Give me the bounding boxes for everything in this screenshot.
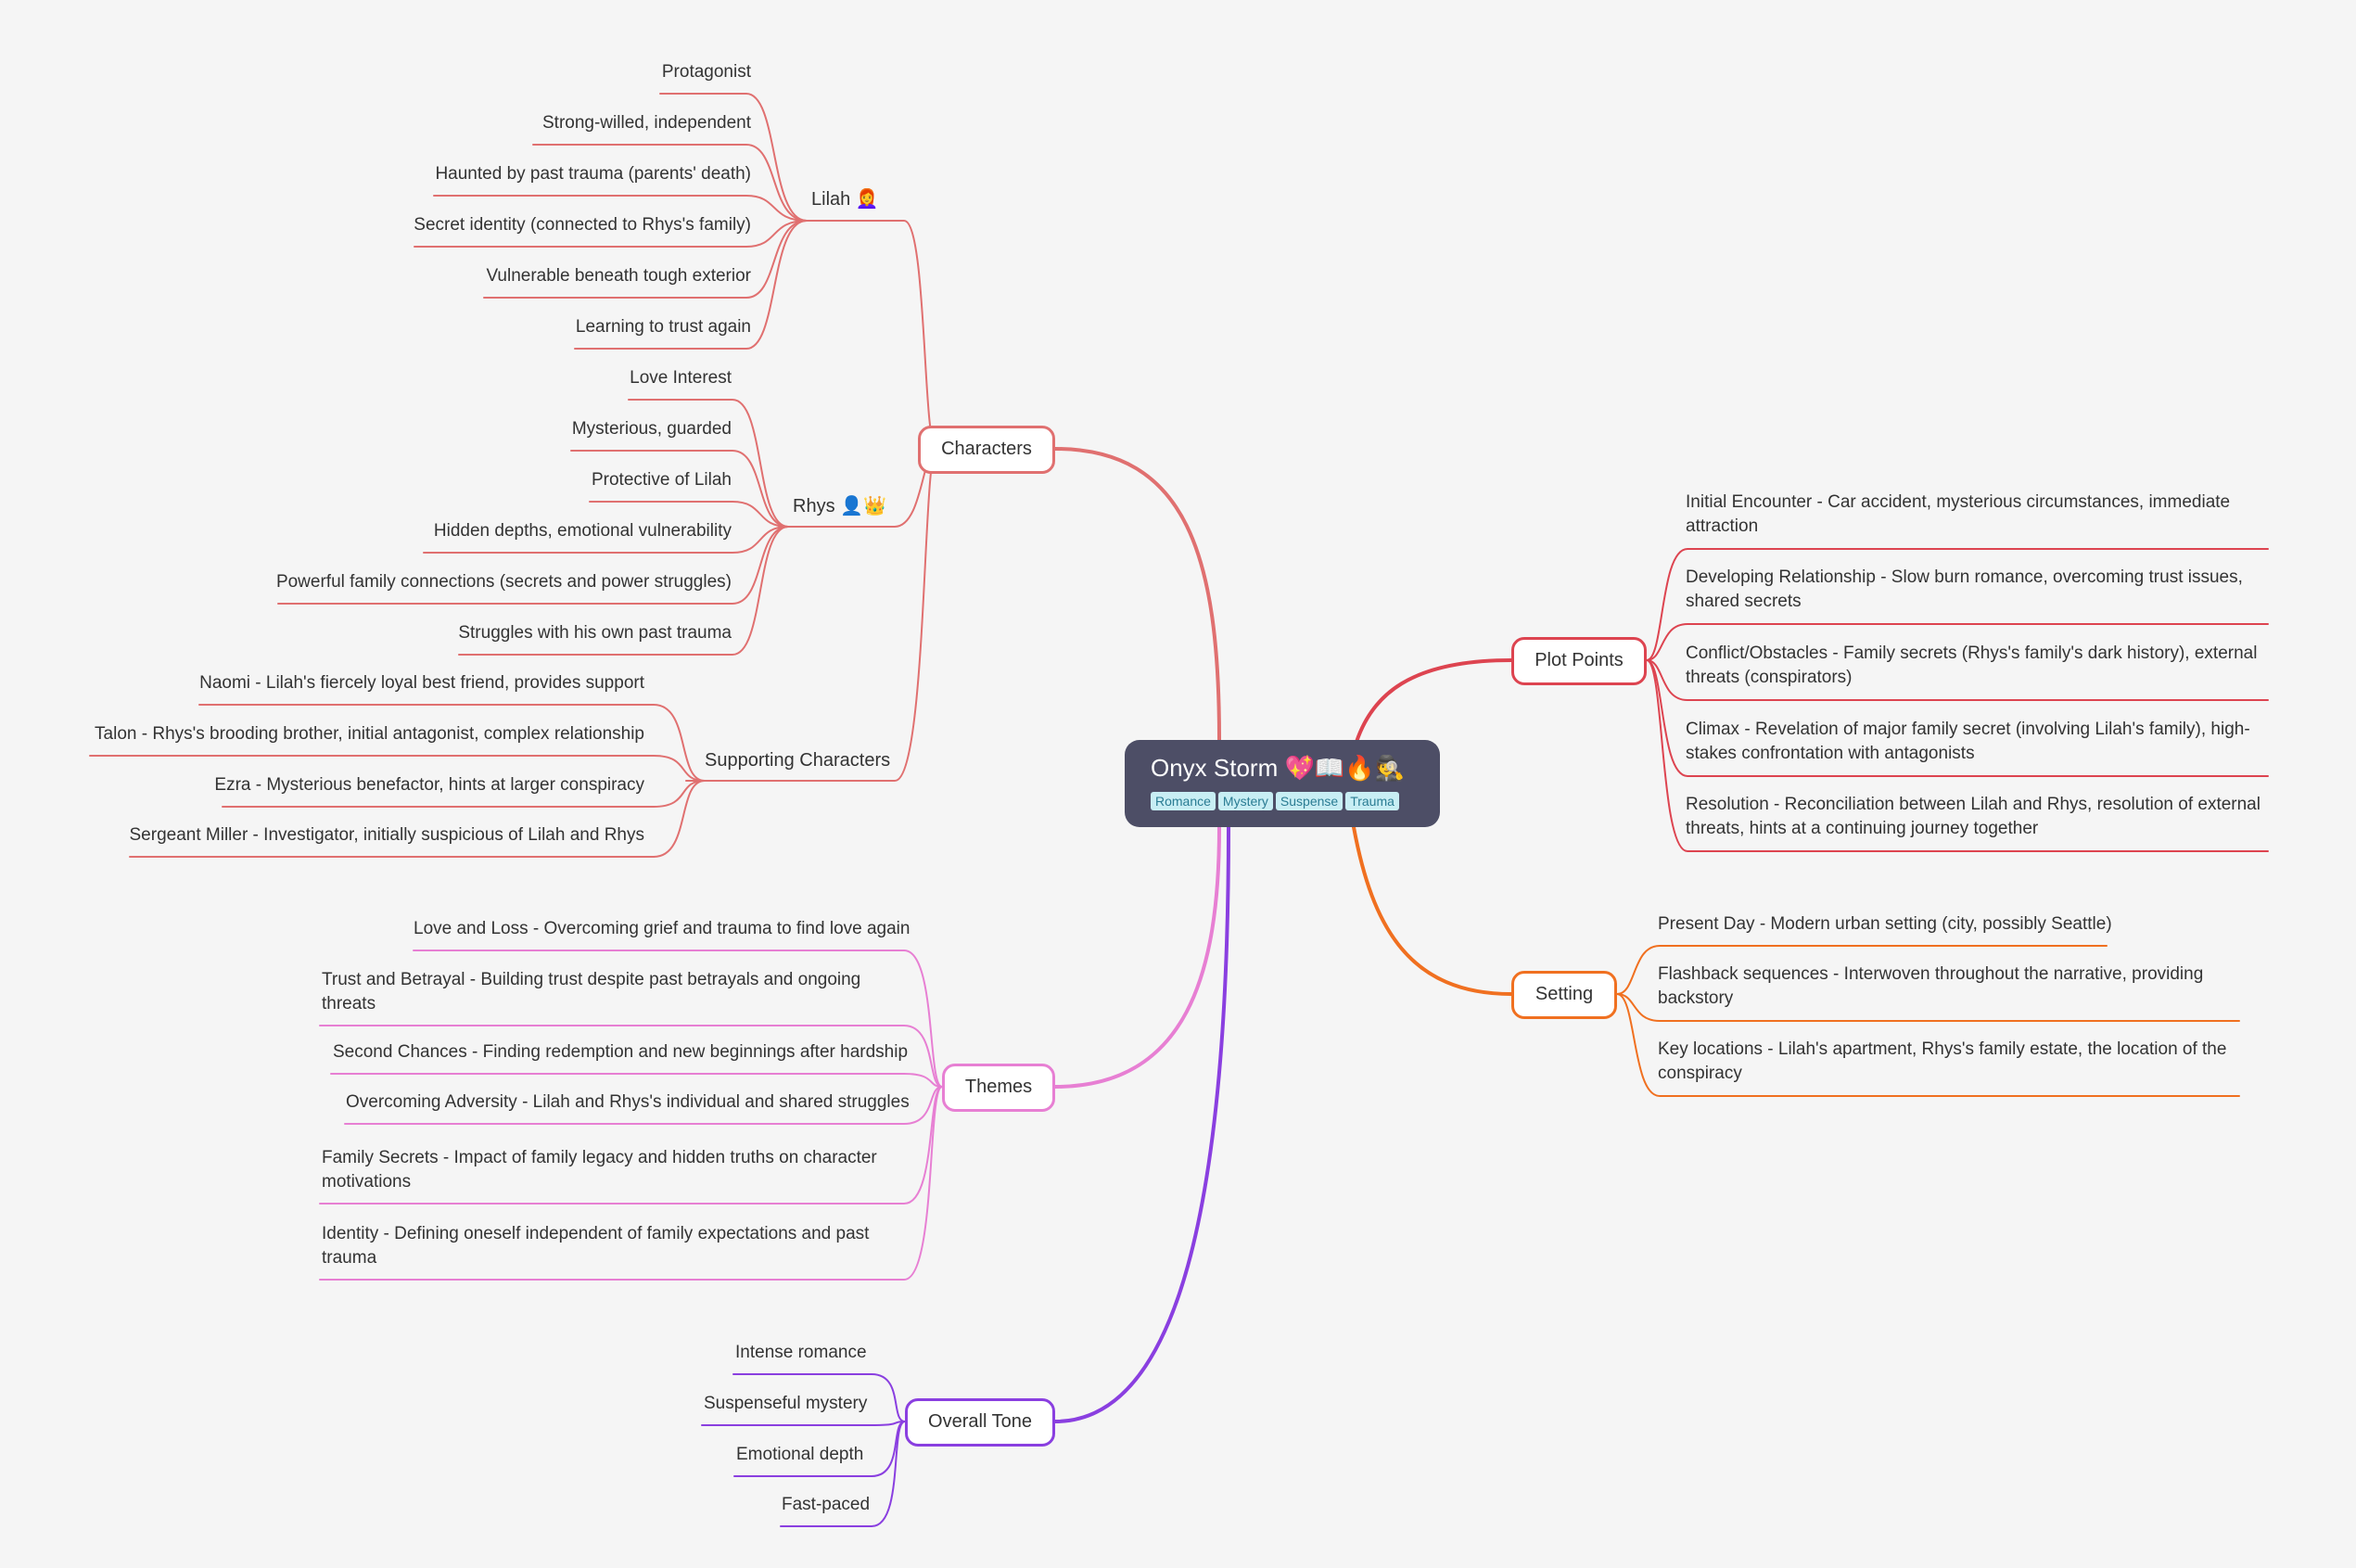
leaf-theme-6: Identity - Defining oneself independent … [322,1224,870,1268]
leaf-setting-1: Present Day - Modern urban setting (city… [1658,914,2112,934]
leaf-supporting-2: Talon - Rhys's brooding brother, initial… [95,724,644,744]
leaf-rhys-1: Love Interest [630,368,732,388]
node-themes[interactable]: Themes [942,1064,1055,1112]
leaf-theme-4: Overcoming Adversity - Lilah and Rhys's … [346,1092,910,1112]
leaf-tone-4: Fast-paced [782,1495,871,1514]
node-plot-points[interactable]: Plot Points [1511,637,1647,685]
leaf-supporting-1: Naomi - Lilah's fiercely loyal best frie… [199,673,644,693]
leaf-plot-5: Resolution - Reconciliation between Lila… [1686,795,2260,838]
leaf-rhys-3: Protective of Lilah [591,470,732,490]
leaf-tone-1: Intense romance [735,1343,867,1362]
leaf-tone-3: Emotional depth [736,1445,864,1464]
leaf-setting-2: Flashback sequences - Interwoven through… [1658,964,2204,1008]
tag-trauma[interactable]: Trauma [1345,792,1399,810]
leaf-plot-1: Initial Encounter - Car accident, myster… [1686,492,2231,536]
leaf-rhys-2: Mysterious, guarded [571,419,732,439]
leaf-theme-3: Second Chances - Finding redemption and … [333,1042,909,1062]
leaf-lilah-5: Vulnerable beneath tough exterior [486,266,751,286]
leaf-plot-3: Conflict/Obstacles - Family secrets (Rhy… [1686,644,2258,687]
edge-root-themes [1053,825,1221,1089]
leaf-tone-2: Suspenseful mystery [704,1394,868,1413]
node-supporting-characters[interactable]: Supporting Characters [705,750,891,771]
leaf-rhys-6: Struggles with his own past trauma [458,623,732,643]
tag-suspense[interactable]: Suspense [1275,792,1344,810]
edge-root-characters [1053,447,1221,742]
node-characters[interactable]: Characters [918,426,1055,474]
leaf-rhys-4: Hidden depths, emotional vulnerability [433,521,732,541]
leaf-lilah-6: Learning to trust again [575,317,751,337]
leaf-theme-5: Family Secrets - Impact of family legacy… [322,1148,877,1192]
leaf-lilah-2: Strong-willed, independent [542,113,751,133]
leaf-plot-4: Climax - Revelation of major family secr… [1686,720,2250,763]
tag-mystery[interactable]: Mystery [1217,792,1273,810]
node-overall-tone[interactable]: Overall Tone [905,1398,1055,1447]
node-rhys[interactable]: Rhys 👤👑 [793,496,886,516]
root-title: Onyx Storm 💖📖🔥🕵 [1151,754,1405,782]
leaf-lilah-4: Secret identity (connected to Rhys's fam… [414,215,751,235]
leaf-supporting-3: Ezra - Mysterious benefactor, hints at l… [214,775,644,795]
leaf-lilah-1: Protagonist [661,62,751,82]
leaf-setting-3: Key locations - Lilah's apartment, Rhys'… [1658,1039,2227,1083]
edge-root-plot [1355,658,1513,744]
leaf-supporting-4: Sergeant Miller - Investigator, initiall… [129,825,645,845]
leaf-theme-2: Trust and Betrayal - Building trust desp… [322,970,861,1013]
leaf-plot-2: Developing Relationship - Slow burn roma… [1686,567,2243,611]
edge-root-tone [1053,825,1230,1423]
edge-root-setting [1352,825,1513,996]
tag-romance[interactable]: Romance [1151,792,1216,810]
leaf-rhys-5: Powerful family connections (secrets and… [275,572,732,592]
leaf-lilah-3: Haunted by past trauma (parents' death) [435,164,751,184]
node-setting[interactable]: Setting [1511,971,1617,1019]
node-lilah[interactable]: Lilah 👩‍🦰 [811,189,879,210]
leaf-theme-1: Love and Loss - Overcoming grief and tra… [414,919,911,938]
